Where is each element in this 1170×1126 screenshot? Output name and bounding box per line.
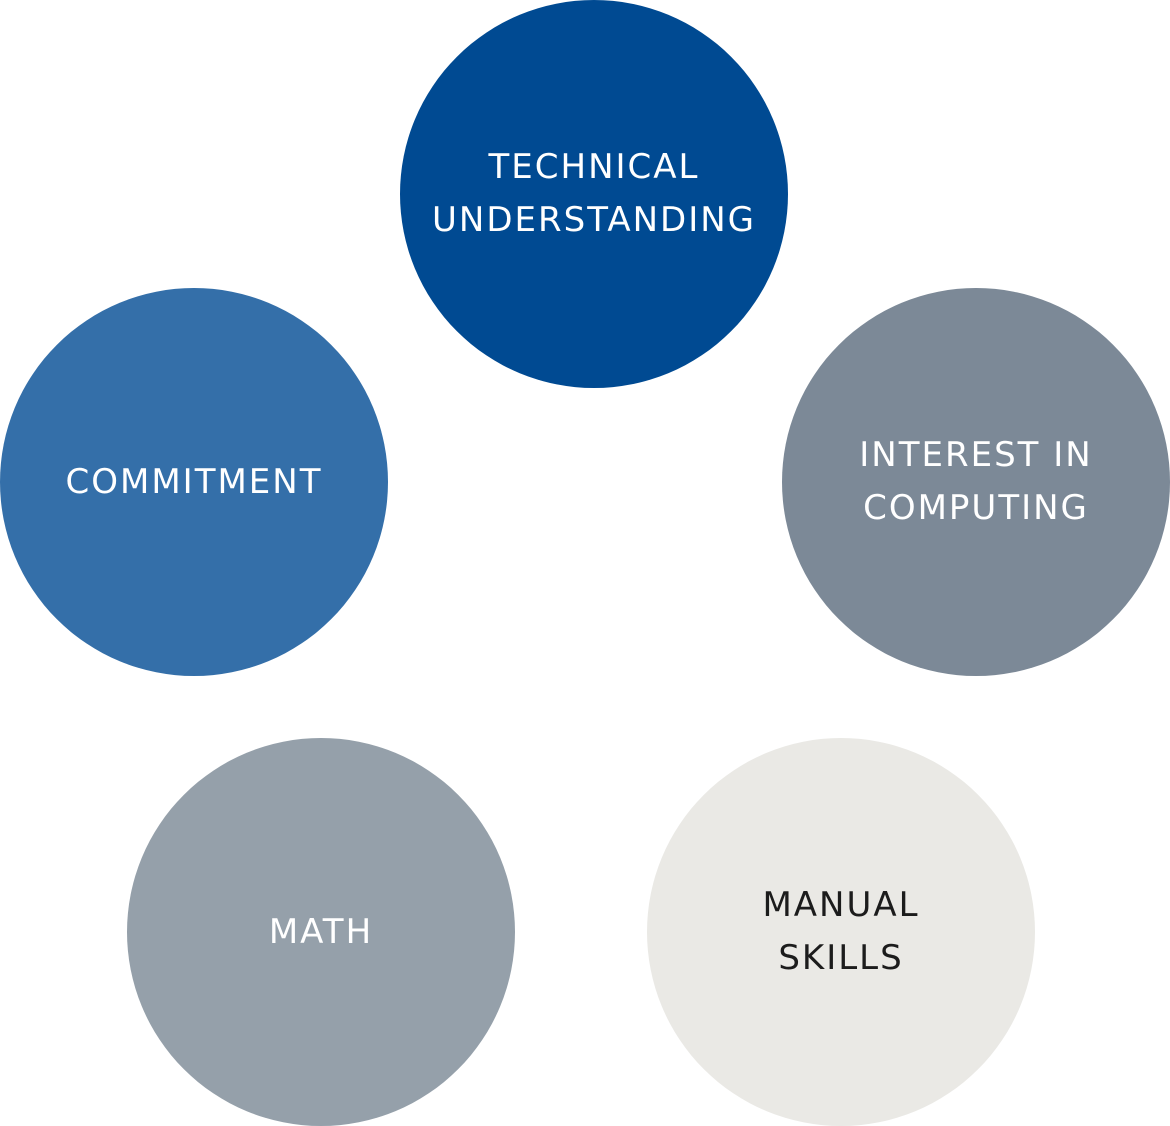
manual-skills-label: MANUAL SKILLS	[734, 879, 947, 985]
technical-understanding-line-2: UNDERSTANDING	[432, 200, 756, 240]
manual-skills-line-2: SKILLS	[778, 938, 904, 978]
interest-in-computing-line-2: COMPUTING	[863, 488, 1089, 528]
math-circle: MATH	[127, 738, 515, 1126]
math-label: MATH	[241, 906, 401, 959]
technical-understanding-circle: TECHNICAL UNDERSTANDING	[400, 0, 788, 388]
math-line-1: MATH	[268, 911, 374, 952]
manual-skills-line-1: MANUAL	[762, 885, 920, 925]
interest-in-computing-line-1: INTEREST IN	[859, 435, 1093, 475]
commitment-circle: COMMITMENT	[0, 288, 388, 676]
interest-in-computing-circle: INTEREST IN COMPUTING	[782, 288, 1170, 676]
commitment-label: COMMITMENT	[38, 456, 351, 509]
manual-skills-circle: MANUAL SKILLS	[647, 738, 1035, 1126]
technical-understanding-label: TECHNICAL UNDERSTANDING	[404, 141, 784, 247]
commitment-line-1: COMMITMENT	[65, 461, 323, 502]
technical-understanding-line-1: TECHNICAL	[488, 147, 700, 187]
interest-in-computing-label: INTEREST IN COMPUTING	[831, 429, 1120, 535]
